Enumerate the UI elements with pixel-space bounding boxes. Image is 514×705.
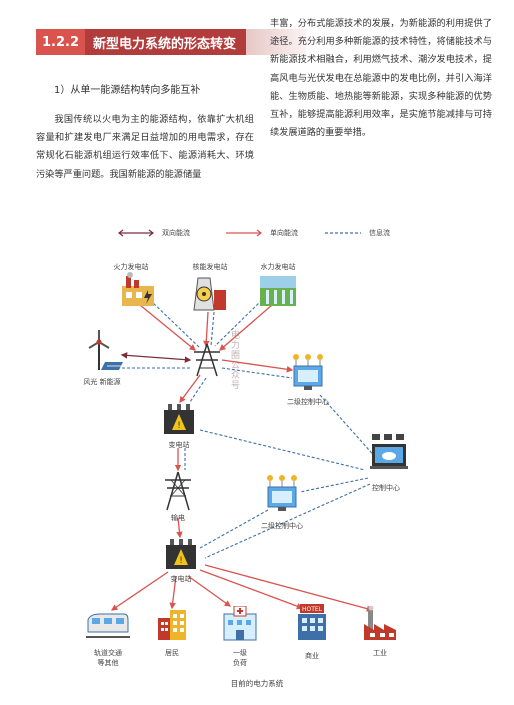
info-nuclear-hub (210, 311, 215, 347)
wind-turbine-icon (88, 330, 123, 370)
flow-nuclear-to-hub (203, 311, 210, 348)
transmission-label: 输电 (171, 514, 185, 522)
legend-info-label: 信息流 (369, 229, 390, 237)
legend-info: 信息流 (323, 228, 390, 238)
secondary-control-2-icon (267, 475, 297, 511)
info-control-substation2 (204, 483, 371, 559)
industry-label: 工业 (373, 649, 387, 657)
substation-2-icon: ! (166, 539, 196, 569)
substation-1-icon: ! (164, 404, 194, 434)
info-hub-secondary1 (221, 367, 293, 379)
commerce-label: 商业 (305, 652, 319, 660)
primary-load-label-1: 一级 (233, 649, 247, 657)
residents-label: 居民 (165, 649, 179, 657)
legend-unidirectional-label: 单向能流 (270, 229, 298, 237)
rail-train-icon (86, 613, 130, 638)
flow-sub2-residents (169, 575, 177, 610)
info-hydro-hub (214, 299, 263, 347)
legend-bidirectional-arrow-icon (118, 229, 154, 237)
rail-label-2: 等其他 (97, 659, 119, 667)
nuclear-plant-icon (193, 277, 226, 311)
flow-sub2-commerce (199, 569, 304, 610)
section-heading: 1.2.2 新型电力系统的形态转变 (36, 29, 307, 55)
substation-2-label: 变电站 (170, 575, 192, 583)
transmission-tower-icon (165, 471, 191, 511)
flow-sub2-industry (204, 564, 374, 612)
flow-thermal-to-hub (139, 304, 197, 351)
legend-unidirectional: 单向能流 (224, 228, 298, 238)
svg-text:!: ! (177, 421, 181, 431)
transmission-hub-icon (194, 343, 220, 377)
substation-1-label: 变电站 (168, 441, 190, 449)
residents-building-icon (158, 610, 186, 640)
control-center-icon (370, 434, 408, 469)
hydro-plant-label: 水力发电站 (260, 263, 296, 271)
factory-icon (364, 606, 396, 640)
control-center-label: 控制中心 (372, 484, 400, 492)
flow-transmission-substation2 (176, 517, 183, 539)
info-substation1-control (199, 429, 366, 471)
hydro-plant-icon (260, 276, 296, 306)
section-title: 新型电力系统的形态转变 (85, 29, 247, 55)
info-control-secondary2 (299, 477, 369, 493)
info-secondary2-substation2 (199, 509, 269, 549)
wind-solar-label: 风光 新能源 (83, 378, 121, 386)
paragraph-left: 我国传统以火电为主的能源结构，依靠扩大机组容量和扩建发电厂来满足日益增加的用电需… (36, 114, 254, 180)
nuclear-plant-label: 核能发电站 (192, 263, 228, 271)
info-secondary1-control (319, 394, 379, 461)
flow-sub2-primary (187, 575, 232, 607)
hospital-icon (223, 606, 257, 641)
thermal-plant-label: 火力发电站 (113, 263, 149, 271)
flow-hub-secondary1 (221, 359, 294, 373)
section-number: 1.2.2 (36, 29, 86, 55)
svg-text:!: ! (179, 556, 183, 566)
legend-unidirectional-arrow-icon (226, 229, 262, 237)
hotel-sign-label: HOTEL (302, 606, 323, 613)
secondary-control-1-label: 二级控制中心 (287, 398, 329, 406)
primary-load-label-2: 负荷 (233, 659, 247, 667)
legend-bidirectional-label: 双向能流 (162, 229, 190, 237)
info-thermal-hub (149, 299, 201, 349)
section-heading-fade (246, 29, 307, 55)
flow-sub2-rail (110, 571, 169, 611)
thermal-plant-icon (122, 272, 154, 306)
flow-hydro-to-hub (219, 304, 273, 351)
subheading: 1）从单一能源结构转向多能互补 (54, 85, 201, 96)
flow-hub-substation1 (179, 374, 201, 404)
secondary-control-2-label: 二级控制中心 (261, 522, 303, 530)
paragraph-right: 丰富，分布式能源技术的发展，为新能源的利用提供了途径。充分利用多种新能源的技术特… (270, 18, 492, 139)
info-hub-substation1 (189, 377, 207, 403)
legend-info-line-icon (325, 232, 361, 234)
flow-windsolar-hub (120, 352, 192, 363)
figure-caption: 目前的电力系统 (230, 679, 284, 688)
secondary-control-1-icon (293, 354, 323, 390)
legend-bidirectional: 双向能流 (116, 228, 190, 238)
rail-label-1: 轨道交通 (94, 649, 122, 657)
hotel-icon: HOTEL (298, 604, 326, 640)
watermark-text: 电力圈公众号 (229, 330, 239, 390)
